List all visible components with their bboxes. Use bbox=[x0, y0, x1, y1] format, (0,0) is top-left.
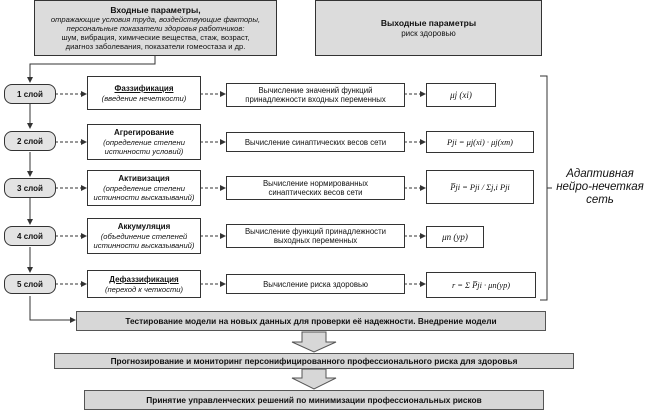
layer-3-formula-box: P̅ji = Pji / Σj,i Pji bbox=[426, 170, 534, 204]
down-block-arrow-2 bbox=[291, 368, 337, 390]
layer-2-desc-2: истинности условий) bbox=[104, 147, 184, 156]
layer-4-stage-box: Аккумуляция (объединение степеней истинн… bbox=[87, 218, 201, 254]
input-parameters-title: Входные параметры, bbox=[110, 5, 201, 15]
layer-1-formula-box: μj (xi) bbox=[426, 83, 496, 107]
layer-4-desc-1: (объединение степеней bbox=[100, 232, 188, 241]
side-label-line-2: нейро-нечеткая bbox=[556, 181, 644, 193]
layer-1-calc-box: Вычисление значений функций принадлежнос… bbox=[226, 83, 405, 107]
layer-2-formula: Pji = μj(xi) · μj(xm) bbox=[447, 137, 513, 147]
layer-3-desc-2: истинности высказываний) bbox=[93, 193, 195, 202]
layer-1-formula: μj (xi) bbox=[450, 90, 472, 100]
layer-5-stage-box: Дефаззификация (переход к четкости) bbox=[87, 270, 201, 298]
layer-3-desc-1: (определение степени bbox=[103, 184, 185, 193]
layer-5-formula: r = Σ P̅ji · μn(yp) bbox=[451, 280, 511, 290]
input-to-layer-arrow bbox=[27, 55, 156, 83]
layer-5-calc-line-1: Вычисление риска здоровью bbox=[263, 279, 368, 289]
input-parameters-line-4: диагноз заболевания, показатели гомеоста… bbox=[65, 42, 246, 51]
layer-4-formula-box: μn (yp) bbox=[426, 226, 484, 248]
layer-1-title: Фаззификация bbox=[114, 83, 174, 93]
input-parameters-line-3: шум, вибрация, химические вещества, стаж… bbox=[61, 33, 250, 42]
layer-4-calc-line-1: Вычисление функций принадлежности bbox=[244, 227, 387, 236]
side-label-line-3: сеть bbox=[586, 194, 614, 206]
layer-2-formula-box: Pji = μj(xi) · μj(xm) bbox=[426, 131, 534, 153]
layer-4-badge: 4 слой bbox=[4, 226, 56, 246]
layer-1-calc-line-1: Вычисление значений функций bbox=[258, 86, 373, 95]
layer-2-stage-box: Агрегирование (определение степени истин… bbox=[87, 124, 201, 160]
adaptive-network-label: Адаптивная нейро-нечеткая сеть bbox=[552, 168, 648, 207]
layer-5-formula-box: r = Σ P̅ji · μn(yp) bbox=[426, 272, 536, 298]
input-parameters-line-2: персональные показатели здоровья работни… bbox=[66, 24, 245, 33]
output-parameters-box: Выходные параметры риск здоровью bbox=[315, 0, 542, 56]
forecasting-bar: Прогнозирование и мониторинг персонифици… bbox=[54, 353, 574, 369]
layer-4-calc-box: Вычисление функций принадлежности выходн… bbox=[226, 224, 405, 248]
layer-5-desc-1: (переход к четкости) bbox=[104, 284, 184, 294]
layer-1-calc-line-2: принадлежности входных переменных bbox=[245, 95, 386, 104]
layer-3-stage-box: Активизация (определение степени истинно… bbox=[87, 170, 201, 206]
output-parameters-subtitle: риск здоровью bbox=[401, 28, 456, 38]
layer-2-badge: 2 слой bbox=[4, 131, 56, 151]
side-bracket bbox=[540, 75, 548, 301]
input-parameters-box: Входные параметры, отражающие условия тр… bbox=[34, 0, 277, 56]
testing-bar: Тестирование модели на новых данных для … bbox=[76, 311, 546, 331]
down-block-arrow-1 bbox=[291, 331, 337, 353]
layer5-to-testing-arrow bbox=[29, 296, 76, 323]
layer-5-title: Дефаззификация bbox=[109, 274, 179, 284]
layer-3-title: Активизация bbox=[118, 174, 170, 183]
layer-1-badge: 1 слой bbox=[4, 84, 56, 104]
layer-5-badge: 5 слой bbox=[4, 274, 56, 294]
layer-3-calc-line-1: Вычисление нормированных bbox=[262, 179, 369, 188]
layer-4-title: Аккумуляция bbox=[117, 222, 171, 231]
layer-3-calc-box: Вычисление нормированных синаптических в… bbox=[226, 176, 405, 200]
decision-bar: Принятие управленческих решений по миним… bbox=[84, 390, 544, 410]
layer-1-desc: (введение нечеткости) bbox=[101, 93, 187, 103]
layer-2-calc-box: Вычисление синаптических весов сети bbox=[226, 132, 405, 152]
input-parameters-line-1: отражающие условия труда, воздействующие… bbox=[50, 15, 261, 24]
layer-1-stage-box: Фаззификация (введение нечеткости) bbox=[87, 76, 201, 110]
layer-4-calc-line-2: выходных переменных bbox=[273, 236, 358, 245]
layer-2-title: Агрегирование bbox=[114, 128, 174, 137]
output-parameters-title: Выходные параметры bbox=[380, 17, 477, 28]
layer-5-calc-box: Вычисление риска здоровью bbox=[226, 274, 405, 294]
side-label-line-1: Адаптивная bbox=[566, 168, 634, 180]
layer-3-formula: P̅ji = Pji / Σj,i Pji bbox=[450, 182, 510, 192]
layer-3-badge: 3 слой bbox=[4, 178, 56, 198]
layer-2-calc-line-1: Вычисление синаптических весов сети bbox=[244, 137, 387, 147]
layer-3-calc-line-2: синаптических весов сети bbox=[268, 188, 363, 197]
layer-4-formula: μn (yp) bbox=[442, 232, 468, 242]
layer-4-desc-2: истинности высказываний) bbox=[93, 241, 195, 250]
layer-2-desc-1: (определение степени bbox=[103, 138, 185, 147]
